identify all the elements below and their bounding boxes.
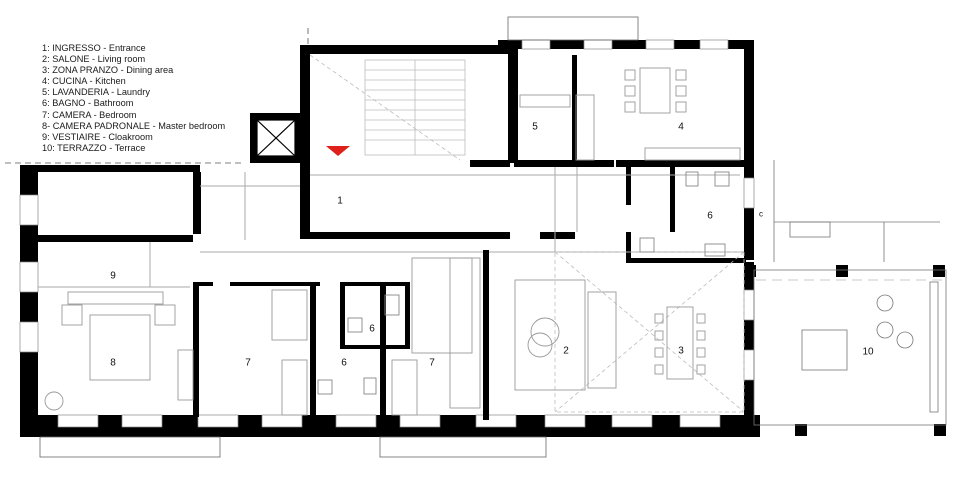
room-label-laundry: 5 xyxy=(532,121,538,133)
legend-item: 1: INGRESSO - Entrance xyxy=(42,43,146,53)
room-label-cloakroom: 9 xyxy=(110,270,116,282)
bathroom-fixtures xyxy=(317,171,730,395)
legend-item: 5: LAVANDERIA - Laundry xyxy=(42,87,150,98)
terrace xyxy=(753,160,947,426)
legend-item: 9: VESTIAIRE - Cloakroom xyxy=(42,131,153,142)
windows xyxy=(19,39,755,428)
room-label-master-bedroom: 8 xyxy=(110,357,116,369)
entry-marker xyxy=(326,146,350,156)
guide-lines xyxy=(5,28,309,164)
legend-item: 2: SALONE - Living room xyxy=(42,54,146,65)
legend-item: 4: CUCINA - Kitchen xyxy=(42,76,126,87)
balconies xyxy=(39,16,639,458)
room-label-terrace: 10 xyxy=(862,346,874,358)
living-furniture xyxy=(514,279,706,391)
room-label-bathroom: 6 xyxy=(369,323,375,335)
room-label-entrance: 1 xyxy=(337,195,343,207)
closet-label: c xyxy=(759,209,763,219)
legend-item: 3: ZONA PRANZO - Dining area xyxy=(42,65,174,76)
room-label-bathroom: 6 xyxy=(341,357,347,369)
room-label-bedroom: 7 xyxy=(245,357,251,369)
room-legend: 1: INGRESSO - Entrance 2: SALONE - Livin… xyxy=(42,43,225,154)
room-label-kitchen: 4 xyxy=(678,121,684,133)
partitions xyxy=(38,167,744,288)
bedroom-furniture xyxy=(44,257,481,416)
room-label-bedroom: 7 xyxy=(429,357,435,369)
elevator xyxy=(256,119,296,157)
room-label-living: 2 xyxy=(563,345,569,357)
ceiling-guides xyxy=(554,251,745,413)
legend-item: 10: TERRAZZO - Terrace xyxy=(42,142,146,153)
room-label-bathroom: 6 xyxy=(707,210,713,222)
legend-item: 6: BAGNO - Bathroom xyxy=(42,98,134,109)
interior-walls xyxy=(38,55,746,420)
legend-item: 8- CAMERA PADRONALE - Master bedroom xyxy=(42,120,226,131)
kitchen-furniture xyxy=(519,67,741,161)
stairwell xyxy=(309,54,466,161)
room-label-dining: 3 xyxy=(678,345,684,357)
legend-item: 7: CAMERA - Bedroom xyxy=(42,109,137,120)
